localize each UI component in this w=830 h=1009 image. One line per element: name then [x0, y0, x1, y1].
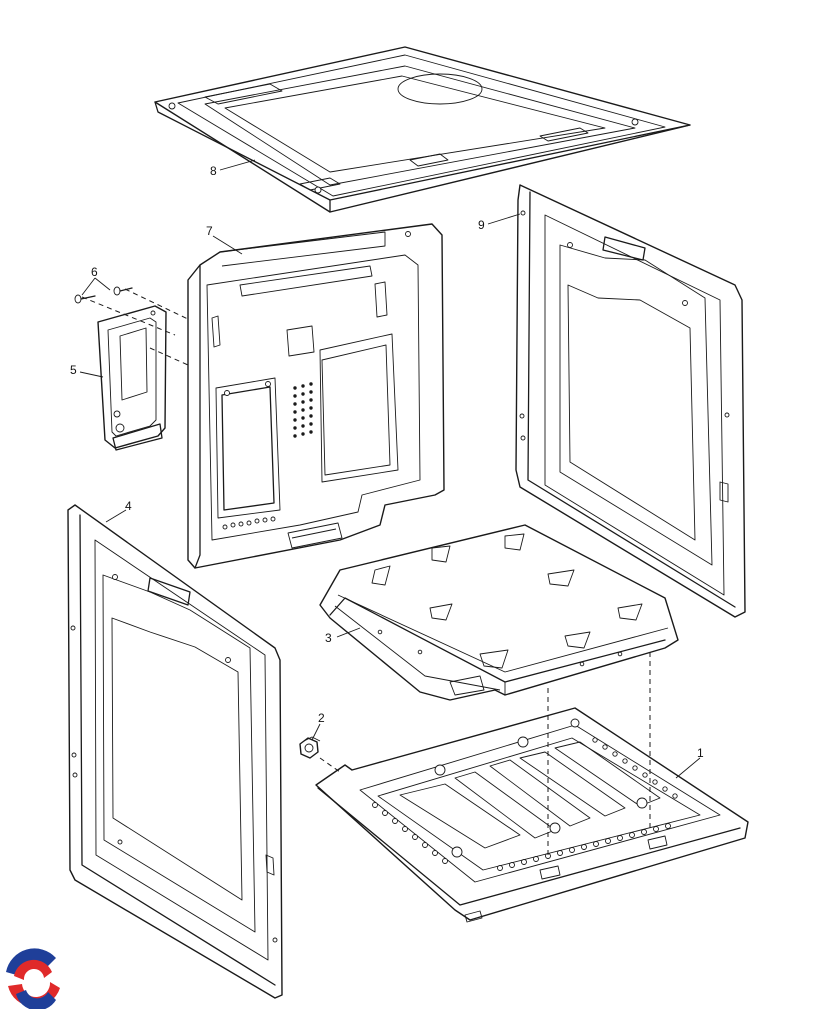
brand-swirl-logo-icon — [3, 947, 65, 1009]
svg-text:9: 9 — [478, 218, 485, 232]
part-5-bracket[interactable] — [97, 305, 167, 451]
callout-3: 3 — [325, 627, 361, 645]
part-6-screws[interactable] — [74, 286, 133, 304]
callout-6: 6 — [81, 265, 111, 296]
part-9-right-side-panel[interactable] — [515, 184, 746, 618]
callout-5: 5 — [70, 363, 104, 378]
vent-holes — [293, 382, 313, 438]
bottom-hole-row — [222, 516, 276, 530]
svg-text:3: 3 — [325, 631, 332, 645]
callout-4: 4 — [105, 499, 132, 523]
svg-text:1: 1 — [697, 746, 704, 760]
part-8-top-panel[interactable] — [154, 46, 691, 213]
callout-2: 2 — [311, 711, 325, 741]
part-4-left-side-panel[interactable] — [67, 504, 283, 999]
part-2-nut[interactable] — [299, 736, 321, 759]
svg-text:6: 6 — [91, 265, 98, 279]
svg-text:4: 4 — [125, 499, 132, 513]
callout-7: 7 — [206, 224, 243, 255]
svg-text:8: 8 — [210, 164, 217, 178]
part-7-back-panel[interactable] — [187, 223, 445, 569]
base-hole-row — [372, 737, 678, 871]
callout-9: 9 — [478, 213, 521, 232]
part-1-base-pan[interactable] — [315, 707, 749, 923]
callout-8: 8 — [210, 159, 256, 178]
callout-1: 1 — [675, 746, 704, 779]
svg-text:7: 7 — [206, 224, 213, 238]
svg-text:2: 2 — [318, 711, 325, 725]
assembly-guide-lines — [81, 288, 651, 858]
part-3-middle-tray[interactable] — [319, 524, 679, 701]
svg-text:5: 5 — [70, 363, 77, 377]
